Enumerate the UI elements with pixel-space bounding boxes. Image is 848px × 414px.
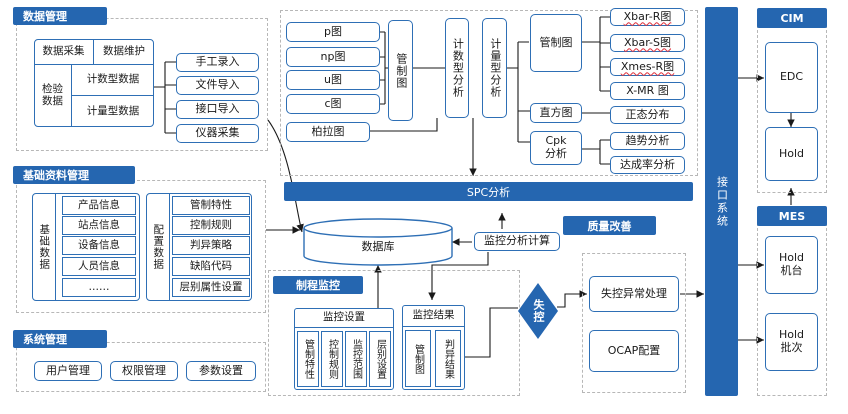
mes-hold-machine: Hold 机台 bbox=[765, 236, 818, 294]
system-mgmt-tag: 系统管理 bbox=[13, 330, 107, 348]
out-of-control-label: 失控 bbox=[532, 299, 546, 323]
basic-item-equipment: 设备信息 bbox=[62, 236, 136, 255]
config-data-group bbox=[146, 193, 252, 301]
mes-tag: MES bbox=[757, 206, 827, 226]
data-mgmt-inner bbox=[34, 39, 154, 127]
abnormal-handling: 失控异常处理 bbox=[589, 276, 679, 312]
process-monitor-panel bbox=[268, 270, 520, 396]
spc-chart-panel bbox=[280, 10, 698, 176]
basic-data-label: 基础数据 bbox=[32, 193, 56, 301]
quality-improve-tag: 质量改善 bbox=[563, 216, 656, 235]
basic-mgmt-tag: 基础资料管理 bbox=[13, 166, 135, 184]
input-file: 文件导入 bbox=[176, 76, 259, 95]
setup-col-layer: 层别设置 bbox=[369, 331, 391, 387]
input-manual: 手工录入 bbox=[176, 53, 259, 72]
basic-data-group bbox=[32, 193, 140, 301]
cpk-analysis: Cpk 分析 bbox=[530, 131, 582, 165]
cim-tag: CIM bbox=[757, 8, 827, 28]
spc-analysis-bar: SPC分析 bbox=[284, 182, 693, 201]
config-data-label: 配置数据 bbox=[146, 193, 170, 301]
inspect-data: 检验数据 bbox=[34, 65, 72, 127]
u-chart: u图 bbox=[286, 70, 380, 90]
config-item-control-feature: 管制特性 bbox=[172, 196, 250, 215]
system-user-mgmt: 用户管理 bbox=[34, 361, 102, 381]
data-maintain: 数据维护 bbox=[94, 39, 154, 65]
abnormal-panel bbox=[582, 253, 686, 393]
trend-analysis: 趋势分析 bbox=[610, 132, 685, 150]
monitor-result-title: 监控结果 bbox=[402, 305, 465, 327]
measure-data: 计量型数据 bbox=[86, 104, 140, 117]
histogram: 直方图 bbox=[530, 103, 582, 123]
pareto-chart: 柏拉图 bbox=[286, 122, 370, 142]
xbar-r-chart: Xbar-R图 bbox=[610, 8, 685, 26]
attr-control-chart: 管制图 bbox=[388, 20, 413, 121]
basic-item-product: 产品信息 bbox=[62, 196, 136, 215]
system-param-setting: 参数设置 bbox=[186, 361, 256, 381]
c-chart: c图 bbox=[286, 94, 380, 114]
config-item-control-rule: 控制规则 bbox=[172, 216, 250, 235]
np-chart: np图 bbox=[286, 47, 380, 67]
setup-col-range: 监控范围 bbox=[345, 331, 367, 387]
database-label: 数据库 bbox=[361, 239, 395, 253]
xmes-r-chart: Xmes-R图 bbox=[610, 58, 685, 76]
result-col-chart: 管制图 bbox=[405, 330, 431, 387]
monitor-setup-title: 监控设置 bbox=[294, 308, 394, 328]
setup-col-rule: 控制规则 bbox=[321, 331, 343, 387]
out-of-control-diamond bbox=[518, 283, 558, 339]
xbar-s-chart: Xbar-S图 bbox=[610, 34, 685, 52]
ocap-config: OCAP配置 bbox=[589, 330, 679, 372]
count-data: 计数型数据 bbox=[72, 65, 154, 96]
monitor-setup-box bbox=[294, 308, 394, 390]
basic-item-site: 站点信息 bbox=[62, 216, 136, 235]
process-monitor-tag: 制程监控 bbox=[273, 276, 363, 294]
data-collect: 数据采集 bbox=[34, 39, 94, 65]
basic-item-more: …… bbox=[62, 278, 136, 297]
config-item-defect-code: 缺陷代码 bbox=[172, 257, 250, 276]
result-col-judge: 判异结果 bbox=[435, 330, 461, 387]
input-instrument: 仪器采集 bbox=[176, 124, 259, 143]
input-interface: 接口导入 bbox=[176, 100, 259, 119]
cim-hold: Hold bbox=[765, 127, 818, 181]
rate-analysis: 达成率分析 bbox=[610, 156, 685, 174]
basic-mgmt-panel bbox=[16, 180, 266, 313]
cim-edc: EDC bbox=[765, 42, 818, 113]
data-mgmt-panel bbox=[16, 18, 268, 151]
x-mr-chart: X-MR 图 bbox=[610, 82, 685, 100]
data-mgmt-tag: 数据管理 bbox=[13, 7, 107, 25]
system-mgmt-panel bbox=[16, 342, 266, 392]
basic-item-person: 人员信息 bbox=[62, 257, 136, 276]
monitor-result-box bbox=[402, 305, 465, 390]
system-permission-mgmt: 权限管理 bbox=[110, 361, 178, 381]
interface-system-bar: 接口系统 bbox=[705, 7, 738, 396]
config-item-layer-attr: 层别属性设置 bbox=[172, 278, 250, 297]
p-chart: p图 bbox=[286, 22, 380, 42]
monitor-analysis-calc: 监控分析计算 bbox=[474, 232, 560, 251]
var-control-chart: 管制图 bbox=[530, 14, 582, 72]
mes-hold-batch: Hold 批次 bbox=[765, 313, 818, 371]
setup-col-feature: 管制特性 bbox=[297, 331, 319, 387]
database-icon bbox=[303, 218, 453, 266]
normal-distribution: 正态分布 bbox=[610, 106, 685, 124]
measure-analysis: 计量型分析 bbox=[482, 18, 507, 118]
count-analysis: 计数型分析 bbox=[445, 18, 469, 118]
config-item-judge-strategy: 判异策略 bbox=[172, 236, 250, 255]
